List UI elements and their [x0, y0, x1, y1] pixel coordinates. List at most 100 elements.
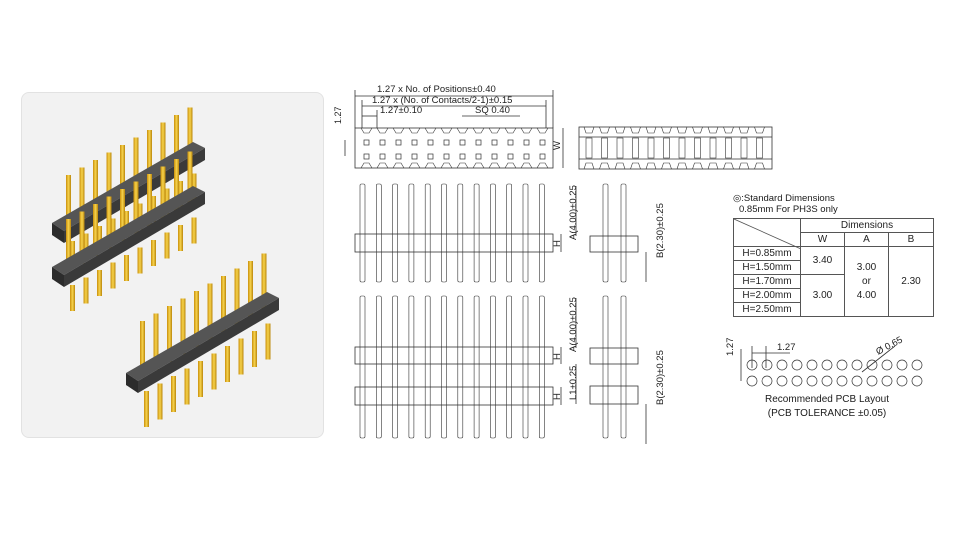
- notch-top: [692, 126, 703, 134]
- notch-top: [630, 126, 641, 134]
- pin-square: [539, 139, 546, 146]
- gold-pin: [147, 174, 152, 226]
- pin-slot: [756, 137, 763, 159]
- notch-bottom: [754, 162, 765, 170]
- pin-slot: [678, 137, 686, 159]
- notch-top: [723, 126, 734, 134]
- gold-pin: [180, 298, 186, 355]
- gold-pin: [252, 331, 257, 367]
- side-long-insulator: [354, 233, 554, 253]
- notch-bottom: [520, 162, 533, 169]
- pcb-hole: [851, 359, 863, 371]
- gold-pin: [97, 270, 102, 296]
- pcb-hole: [806, 375, 818, 387]
- pin-square: [395, 153, 402, 160]
- notch-top: [614, 126, 626, 134]
- gold-pin: [93, 204, 98, 256]
- note-line-2: 0.85mm For PH3S only: [739, 204, 838, 215]
- side-view-single-pins: [359, 183, 627, 283]
- pcb-dim-row: 1.27: [725, 338, 736, 357]
- gold-pin: [265, 323, 271, 360]
- gold-pin: [93, 160, 98, 212]
- gold-pin: [167, 306, 172, 362]
- pcb-hole: [911, 359, 923, 371]
- pcb-hole-pattern: [746, 359, 923, 387]
- gold-pin: [133, 181, 139, 234]
- pcb-hole: [746, 359, 758, 371]
- col-w: W: [800, 232, 845, 247]
- gold-pin: [97, 226, 102, 252]
- gold-pin: [178, 225, 183, 251]
- notch-bottom: [376, 162, 389, 169]
- notch-bottom: [661, 162, 672, 170]
- side-single-insulator: [589, 235, 639, 253]
- notch-top: [536, 127, 549, 134]
- notch-top: [376, 127, 389, 134]
- gold-pin: [174, 159, 179, 211]
- pin-side: [457, 295, 464, 439]
- row-h-2.00: H=2.00mm: [733, 288, 801, 303]
- pcb-hole: [851, 375, 863, 387]
- notch-top: [504, 127, 517, 134]
- dim-positions-label: 1.27 x No. of Positions±0.40: [377, 84, 496, 95]
- bottom-view-outline: [578, 126, 773, 170]
- top-view-pins: [360, 127, 549, 169]
- gold-pin: [151, 240, 156, 266]
- pcb-hole: [896, 375, 908, 387]
- notch-bottom: [440, 162, 453, 169]
- gold-pin: [160, 122, 166, 175]
- pin-slot: [725, 137, 732, 159]
- notch-bottom: [392, 162, 405, 169]
- gold-pin: [198, 361, 203, 397]
- notch-bottom: [614, 162, 626, 170]
- col-a: A: [844, 232, 889, 247]
- notch-top: [676, 126, 688, 134]
- notch-top: [440, 127, 453, 134]
- pcb-hole: [866, 359, 878, 371]
- notch-bottom: [723, 162, 734, 170]
- dim-contacts-label: 1.27 x (No. of Contacts/2-1)±0.15: [372, 95, 512, 106]
- gold-pin: [137, 247, 143, 274]
- insulator-top: [52, 142, 205, 231]
- pin-profile: [620, 295, 627, 439]
- gold-pin: [83, 233, 89, 260]
- pin-square: [427, 153, 434, 160]
- gold-pin: [171, 376, 176, 412]
- table-corner: [733, 218, 801, 249]
- pin-square: [491, 153, 498, 160]
- pcb-hole: [836, 375, 848, 387]
- pcb-hole: [881, 375, 893, 387]
- pin-square: [363, 153, 370, 160]
- insulator-front: [138, 298, 279, 393]
- notch-bottom: [408, 162, 421, 169]
- notch-top: [520, 127, 533, 134]
- gold-pin: [120, 145, 125, 197]
- notch-bottom: [738, 162, 750, 170]
- notch-bottom: [360, 162, 373, 169]
- row-h-1.70: H=1.70mm: [733, 274, 801, 289]
- pin-slot: [694, 137, 701, 159]
- pin-square: [523, 139, 530, 146]
- notch-bottom: [676, 162, 688, 170]
- gold-pin: [234, 268, 240, 325]
- side-double-dim-h-top: H: [552, 353, 563, 360]
- dim-pitch-label: 1.27±0.10: [380, 105, 422, 116]
- side-view-double-pins: [359, 295, 627, 439]
- pin-side: [392, 295, 398, 439]
- pcb-caption-line-2: (PCB TOLERANCE ±0.05): [767, 408, 887, 419]
- pin-square: [459, 139, 466, 146]
- product-photo: [21, 92, 324, 438]
- pcb-hole: [821, 359, 833, 371]
- gold-pin: [238, 338, 244, 375]
- gold-pin: [221, 276, 226, 332]
- gold-pin: [106, 152, 112, 205]
- gold-pin: [106, 196, 112, 249]
- pin-square: [523, 153, 530, 160]
- gold-pin: [187, 107, 193, 160]
- notch-bottom: [630, 162, 641, 170]
- side-long-insulator-top: [354, 346, 554, 365]
- pcb-hole: [806, 359, 818, 371]
- pin-square: [411, 153, 418, 160]
- pin-side: [424, 183, 431, 283]
- notch-top: [392, 127, 405, 134]
